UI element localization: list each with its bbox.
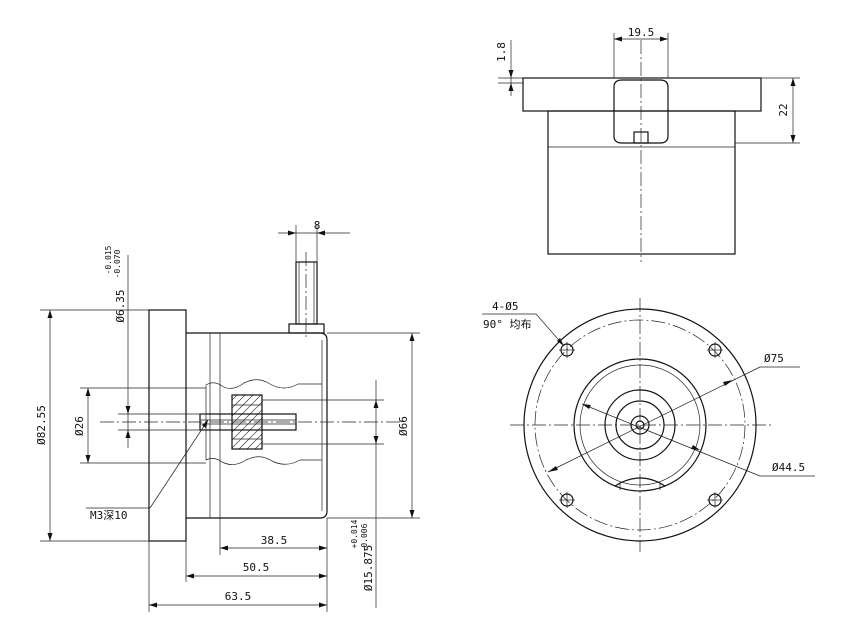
dim-top-height: 22 — [777, 103, 790, 116]
dim-bore-tol-lower: -0.006 — [360, 523, 369, 552]
dim-inner-dia: Ø44.5 — [772, 461, 805, 474]
dim-bore-tol-upper: +0.014 — [350, 519, 359, 548]
top-view-connector — [613, 79, 669, 144]
dim-flange-dia: Ø82.55 — [35, 405, 48, 445]
dim-pcd: Ø75 — [764, 352, 784, 365]
dim-len-mid: 50.5 — [243, 561, 270, 574]
dim-body-dia: Ø66 — [397, 416, 410, 436]
side-view: Ø82.55 Ø26 Ø6.35 -0.015 -0.070 8 Ø66 — [35, 219, 420, 612]
side-view-body — [186, 332, 328, 519]
top-view: 19.5 1.8 22 — [495, 26, 800, 262]
dim-len-body: 38.5 — [261, 534, 288, 547]
dim-top-width: 19.5 — [628, 26, 655, 39]
holes-count: 4-Ø5 — [492, 300, 519, 313]
dim-shaft-length: 8 — [314, 219, 321, 232]
thread-note: M3深10 — [90, 509, 128, 522]
dim-shaft-dia: Ø6.35 — [114, 289, 127, 322]
dim-hub-dia: Ø26 — [73, 416, 86, 436]
dim-bore-dia: Ø15.875 — [362, 545, 375, 591]
dim-shaft-tol-upper: -0.015 — [104, 245, 113, 274]
dim-shaft-tol-lower: -0.070 — [113, 249, 122, 278]
dim-top-flange: 1.8 — [495, 42, 508, 62]
dim-len-total: 63.5 — [225, 590, 252, 603]
holes-pattern: 90° 均布 — [483, 318, 532, 331]
top-view-flange — [522, 77, 762, 112]
mounting-holes — [559, 342, 723, 508]
top-view-body — [547, 110, 736, 255]
front-view: Ø75 Ø44.5 4-Ø5 90° 均布 — [482, 298, 815, 552]
side-view-flange — [148, 309, 187, 542]
